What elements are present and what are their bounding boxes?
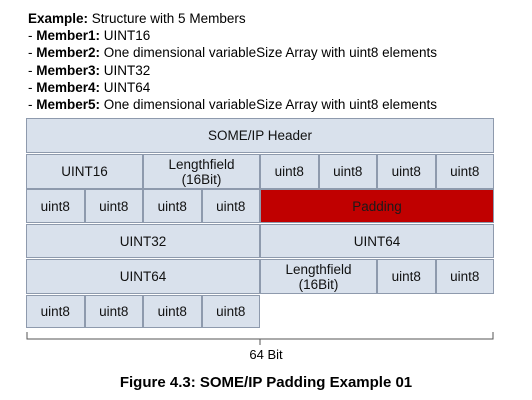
member5-uint8-cell: uint8 bbox=[435, 259, 494, 294]
member3-uint32-cell: UINT32 bbox=[26, 224, 260, 258]
description-line: - Member1: UINT16 bbox=[28, 28, 151, 44]
member4-uint64-cell: UINT64 bbox=[260, 224, 494, 258]
description-line: - Member2: One dimensional variableSize … bbox=[28, 45, 437, 61]
member4-uint64-cell: UINT64 bbox=[26, 259, 260, 294]
member2-uint8-cell: uint8 bbox=[26, 189, 85, 223]
figure-caption: Figure 4.3: SOME/IP Padding Example 01 bbox=[119, 374, 413, 391]
member5-lengthfield-cell: Lengthfield(16Bit) bbox=[260, 259, 377, 294]
member5-uint8-cell: uint8 bbox=[377, 259, 436, 294]
someip-header-cell: SOME/IP Header bbox=[26, 118, 494, 153]
member5-uint8-cell: uint8 bbox=[201, 295, 260, 328]
member2-uint8-cell: uint8 bbox=[84, 189, 143, 223]
description-line: - Member4: UINT64 bbox=[28, 79, 151, 95]
member5-uint8-cell: uint8 bbox=[143, 295, 202, 328]
structure-description: Example: Structure with 5 Members - Memb… bbox=[28, 10, 437, 113]
member5-uint8-cell: uint8 bbox=[84, 295, 143, 328]
width-brace bbox=[26, 332, 494, 345]
member5-uint8-cell: uint8 bbox=[26, 295, 85, 328]
member2-lengthfield-cell: Lengthfield(16Bit) bbox=[143, 154, 260, 189]
member2-uint8-cell: uint8 bbox=[201, 189, 260, 223]
member2-uint8-cell: uint8 bbox=[318, 154, 377, 189]
member2-uint8-cell: uint8 bbox=[377, 154, 436, 189]
member2-uint8-cell: uint8 bbox=[143, 189, 202, 223]
member1-uint16-cell: UINT16 bbox=[26, 154, 143, 189]
width-label: 64 Bit bbox=[249, 347, 283, 362]
member2-uint8-cell: uint8 bbox=[435, 154, 494, 189]
padding-cell: Padding bbox=[260, 189, 494, 223]
description-line: - Member5: One dimensional variableSize … bbox=[28, 97, 437, 113]
description-line: Example: Structure with 5 Members bbox=[28, 11, 246, 26]
description-line: - Member3: UINT32 bbox=[28, 62, 151, 78]
member2-uint8-cell: uint8 bbox=[260, 154, 319, 189]
